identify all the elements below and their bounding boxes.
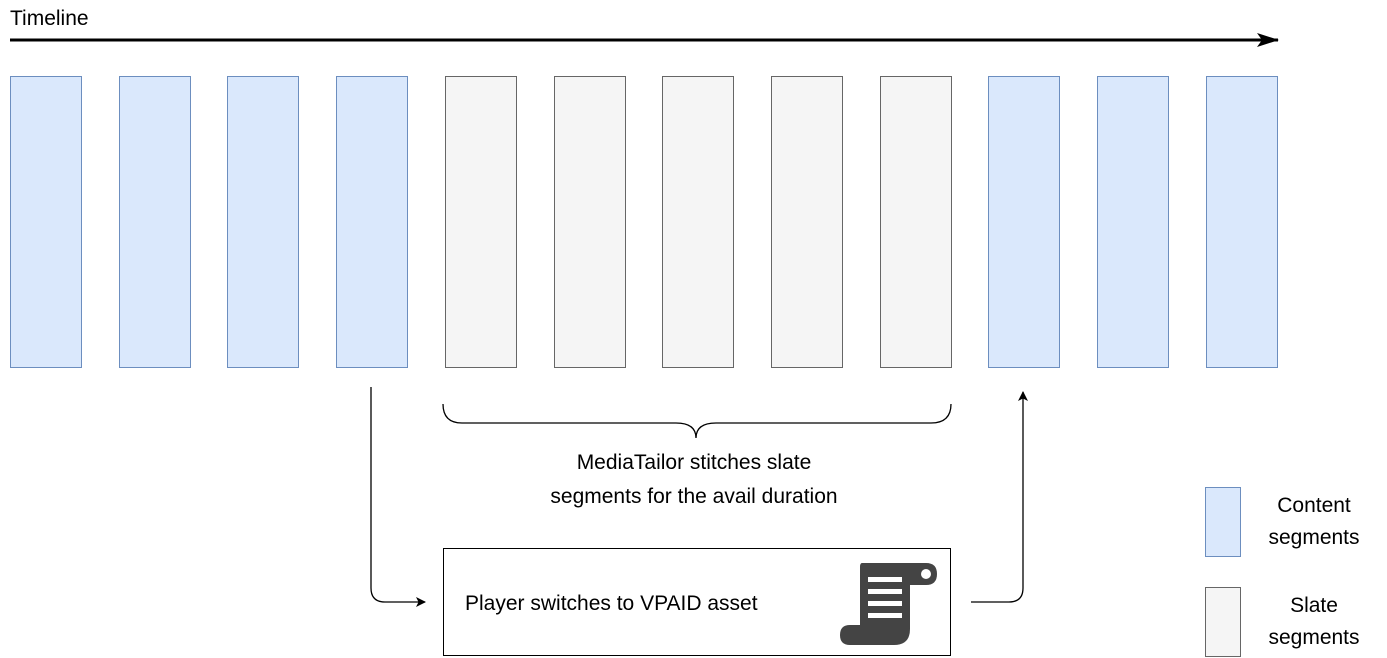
avail-brace <box>442 403 952 439</box>
legend-slate-line2: segments <box>1268 626 1360 649</box>
switch-to-vpaid-arrow <box>370 387 426 607</box>
slate-segment <box>554 76 626 368</box>
legend-content-swatch <box>1205 487 1241 557</box>
return-to-content-arrow <box>971 391 1028 603</box>
content-segment <box>1206 76 1278 368</box>
legend-content-line1: Content <box>1277 494 1351 517</box>
legend-slate-swatch <box>1205 587 1241 657</box>
stitch-caption-line1: MediaTailor stitches slate <box>576 451 812 474</box>
content-segment <box>336 76 408 368</box>
scroll-icon <box>840 563 937 645</box>
vpaid-asset-label: Player switches to VPAID asset <box>465 592 758 615</box>
content-segment <box>1097 76 1169 368</box>
content-segment <box>227 76 299 368</box>
slate-segment <box>880 76 952 368</box>
legend-content-line2: segments <box>1268 526 1360 549</box>
content-segment <box>988 76 1060 368</box>
stitch-caption-line2: segments for the avail duration <box>550 485 838 508</box>
slate-segment <box>662 76 734 368</box>
slate-segment <box>771 76 843 368</box>
legend-slate-line1: Slate <box>1290 594 1338 617</box>
timeline-label: Timeline <box>10 7 89 30</box>
legend-content-label: Content segments <box>1249 490 1379 554</box>
content-segment <box>10 76 82 368</box>
legend-slate-label: Slate segments <box>1249 590 1379 654</box>
slate-segment <box>445 76 517 368</box>
stitch-caption: MediaTailor stitches slate segments for … <box>470 446 918 514</box>
content-segment <box>119 76 191 368</box>
